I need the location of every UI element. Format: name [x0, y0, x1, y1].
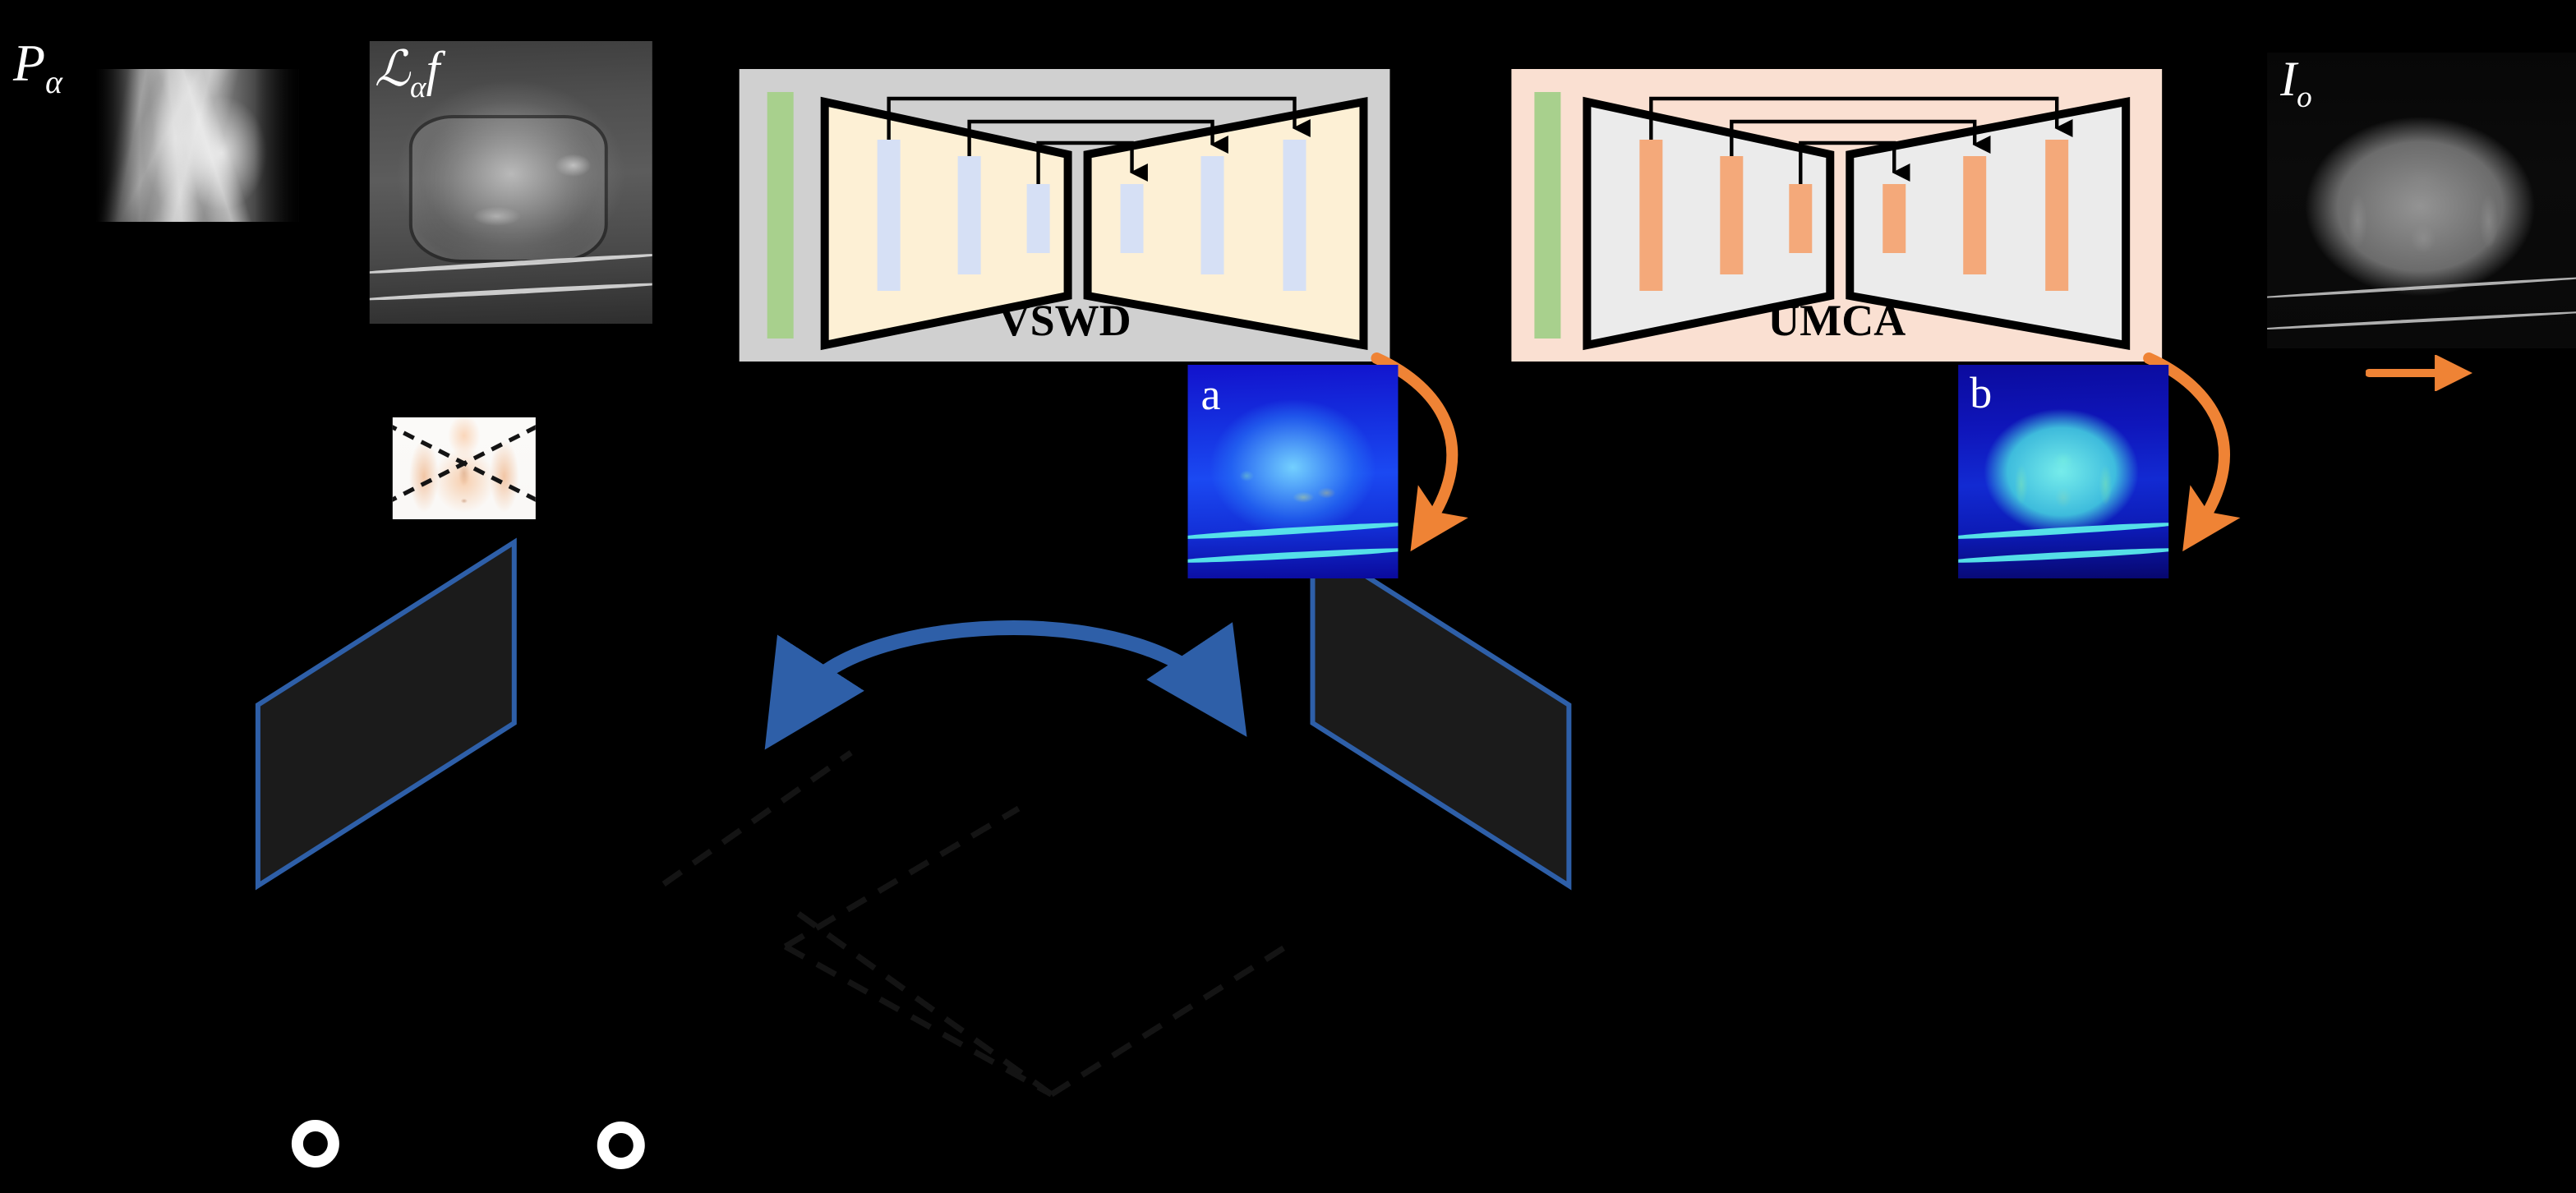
- umca-skip-connection-2: [1730, 119, 1991, 156]
- umca-skip-connection-1: [1649, 96, 2073, 140]
- vswd-architecture-svg: [820, 96, 1368, 351]
- vswd-encoder-layer-3: [1026, 184, 1050, 253]
- vswd-decoder-layer-1: [1120, 184, 1144, 253]
- result-image-b: [1958, 365, 2169, 578]
- umca-skip-connection-3: [1799, 140, 1910, 184]
- gantry-rotation-arrow: [764, 620, 1247, 750]
- result-b-texture: [1958, 365, 2169, 578]
- vswd-encoder-layer-1: [877, 140, 901, 291]
- figure-canvas: Pα ℒαf: [0, 0, 2576, 1169]
- torso-beam-overlay: [392, 425, 536, 502]
- xray-source-markers: [291, 1120, 645, 1169]
- output-ct-image: [2267, 53, 2576, 348]
- result-a-tag: a: [1200, 370, 1221, 419]
- result-a-texture: [1187, 365, 1399, 578]
- vswd-skip-connection-2: [967, 119, 1228, 156]
- vswd-skip-connection-3: [1036, 140, 1148, 184]
- backprojection-body-outline: [408, 114, 608, 263]
- result-b-tag: b: [1970, 368, 1993, 417]
- detector-panel-right: [1310, 537, 1572, 891]
- umca-title: UMCA: [1767, 296, 1906, 345]
- umca-network-panel[interactable]: UMCA: [1511, 69, 2163, 362]
- sinogram-left-fade: [94, 69, 141, 222]
- umca-encoder-layer-1: [1639, 140, 1663, 291]
- torso-shading: [392, 417, 536, 519]
- sinogram-right-fade: [254, 69, 299, 222]
- vswd-network-panel[interactable]: VSWD: [739, 69, 1390, 362]
- result-image-a: [1187, 365, 1399, 578]
- xray-beam-lines: [661, 750, 1293, 1098]
- output-label: Io: [2280, 53, 2312, 115]
- umca-decoder-layer-3: [2045, 140, 2069, 291]
- vswd-encoder-layer-2: [957, 156, 981, 274]
- sinogram-image: [94, 69, 299, 222]
- umca-encoder-layer-3: [1789, 184, 1813, 253]
- umca-architecture-svg: [1583, 96, 2131, 351]
- detector-panel-left: [255, 537, 517, 891]
- vswd-decoder-layer-3: [1283, 140, 1306, 291]
- backprojection-label: ℒαf: [374, 43, 440, 105]
- output-flow-arrow: [2366, 355, 2473, 391]
- umca-encoder-layer-2: [1720, 156, 1744, 274]
- projection-label-base: P: [12, 33, 46, 92]
- backprojection-label-sub: α: [410, 71, 426, 105]
- projection-label: Pα: [13, 36, 62, 100]
- umca-decoder-layer-2: [1963, 156, 1987, 274]
- umca-decoder-layer-1: [1882, 184, 1906, 253]
- output-ct-texture: [2267, 53, 2576, 348]
- backprojection-label-tail: f: [426, 43, 440, 97]
- backprojection-label-cal: ℒ: [374, 43, 411, 97]
- projection-label-sub: α: [45, 64, 62, 101]
- patient-torso-image: [392, 417, 536, 519]
- vswd-title: VSWD: [998, 296, 1131, 345]
- vswd-decoder-layer-2: [1200, 156, 1224, 274]
- umca-input-bar: [1534, 92, 1561, 339]
- output-label-sub: o: [2297, 81, 2312, 115]
- output-label-base: I: [2280, 53, 2297, 107]
- backprojection-image: [369, 41, 652, 324]
- vswd-skip-connection-1: [887, 96, 1311, 140]
- vswd-input-bar: [767, 92, 794, 339]
